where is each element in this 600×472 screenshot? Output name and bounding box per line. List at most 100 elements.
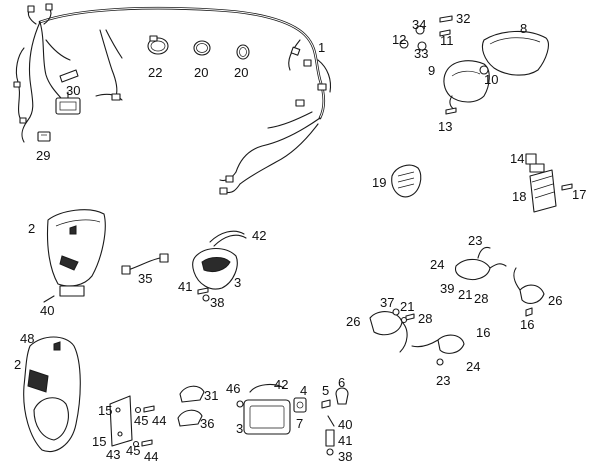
callout-38: 38 (210, 295, 224, 310)
callout-20: 20 (194, 65, 208, 80)
clamp-36 (177, 409, 203, 427)
callout-5: 5 (322, 383, 329, 398)
callout-30: 30 (66, 83, 80, 98)
callout-8: 8 (520, 21, 527, 36)
callout-15: 15 (98, 403, 112, 418)
callout-16: 16 (520, 317, 534, 332)
bulb-6 (335, 387, 349, 405)
callout-19: 19 (372, 175, 386, 190)
wiring-harness (13, 3, 332, 195)
screw-16a (525, 307, 533, 317)
callout-28: 28 (474, 291, 488, 306)
hose-clamp-22 (147, 35, 169, 55)
front-cover-lower (23, 336, 81, 452)
headlight-3 (192, 247, 238, 290)
regulator-18 (529, 163, 557, 213)
callout-21: 21 (400, 299, 414, 314)
callout-41: 41 (338, 433, 352, 448)
callout-35: 35 (138, 271, 152, 286)
bracket-14 (525, 153, 537, 165)
tail-light-lens (481, 30, 549, 76)
callout-44: 44 (144, 449, 158, 464)
callout-15: 15 (92, 434, 106, 449)
screw-17 (561, 183, 573, 191)
connector-35 (121, 253, 169, 275)
callout-labels: 1 22 20 20 30 29 34 32 8 12 11 33 9 10 1… (14, 11, 586, 464)
callout-46: 46 (226, 381, 240, 396)
callout-23: 23 (436, 373, 450, 388)
callout-22: 22 (148, 65, 162, 80)
screws-41-38 (197, 287, 210, 302)
callout-18: 18 (512, 189, 526, 204)
callout-13: 13 (438, 119, 452, 134)
bulb-10 (479, 65, 489, 75)
callout-28: 28 (418, 311, 432, 326)
callout-38: 38 (338, 449, 352, 464)
screws-44-45 (132, 405, 155, 448)
turn-signal-right-front (454, 246, 507, 281)
callout-17: 17 (572, 187, 586, 202)
bracket-15 (109, 395, 133, 447)
callout-41: 41 (178, 279, 192, 294)
callout-2: 2 (14, 357, 21, 372)
callout-7: 7 (296, 416, 303, 431)
bulb-12 (399, 39, 409, 49)
clamp-31 (179, 385, 205, 403)
callout-4: 4 (300, 383, 307, 398)
callout-45: 45 (134, 413, 148, 428)
relay (55, 91, 81, 115)
callout-40: 40 (338, 417, 352, 432)
callout-1: 1 (318, 40, 325, 55)
callout-24: 24 (466, 359, 480, 374)
callout-39: 39 (440, 281, 454, 296)
callout-36: 36 (200, 416, 214, 431)
screw-13 (445, 107, 457, 115)
callout-24: 24 (430, 257, 444, 272)
callout-32: 32 (456, 11, 470, 26)
horn-19 (391, 164, 422, 198)
callout-3: 3 (236, 421, 243, 436)
callout-16: 16 (476, 325, 490, 340)
screws-21-37 (392, 308, 408, 324)
fuse-clip (37, 131, 51, 142)
hose-clamp-20b (236, 44, 250, 60)
callout-26: 26 (346, 314, 360, 329)
callout-42: 42 (274, 377, 288, 392)
front-cover (46, 209, 106, 297)
screw-32 (439, 15, 453, 23)
callout-40: 40 (40, 303, 54, 318)
hose-42 (209, 230, 247, 247)
callout-21: 21 (458, 287, 472, 302)
screws-40-41-38 (325, 415, 335, 456)
callout-31: 31 (204, 388, 218, 403)
callout-9: 9 (428, 63, 435, 78)
callout-42: 42 (252, 228, 266, 243)
screw-11 (439, 29, 451, 37)
callout-10: 10 (484, 72, 498, 87)
callout-3: 3 (234, 275, 241, 290)
bulb-33 (417, 41, 427, 51)
socket-4 (293, 397, 307, 413)
turn-signal-right-rear (513, 267, 545, 304)
turn-signal-left-rear (411, 334, 465, 354)
screw-23 (436, 358, 444, 366)
bulb-34 (415, 25, 425, 35)
callout-26: 26 (548, 293, 562, 308)
callout-43: 43 (106, 447, 120, 462)
callout-37: 37 (380, 295, 394, 310)
callout-2: 2 (28, 221, 35, 236)
callout-23: 23 (468, 233, 482, 248)
pin-40 (43, 295, 55, 303)
callout-20: 20 (234, 65, 248, 80)
callout-12: 12 (392, 32, 406, 47)
callout-44: 44 (152, 413, 166, 428)
tail-light-housing (443, 60, 490, 111)
hose-clamp-20a (193, 40, 211, 56)
callout-34: 34 (412, 17, 426, 32)
screw-28 (405, 313, 415, 321)
callout-48: 48 (20, 331, 34, 346)
callout-45: 45 (126, 443, 140, 458)
callout-29: 29 (36, 148, 50, 163)
turn-signal-left-front (369, 311, 408, 353)
